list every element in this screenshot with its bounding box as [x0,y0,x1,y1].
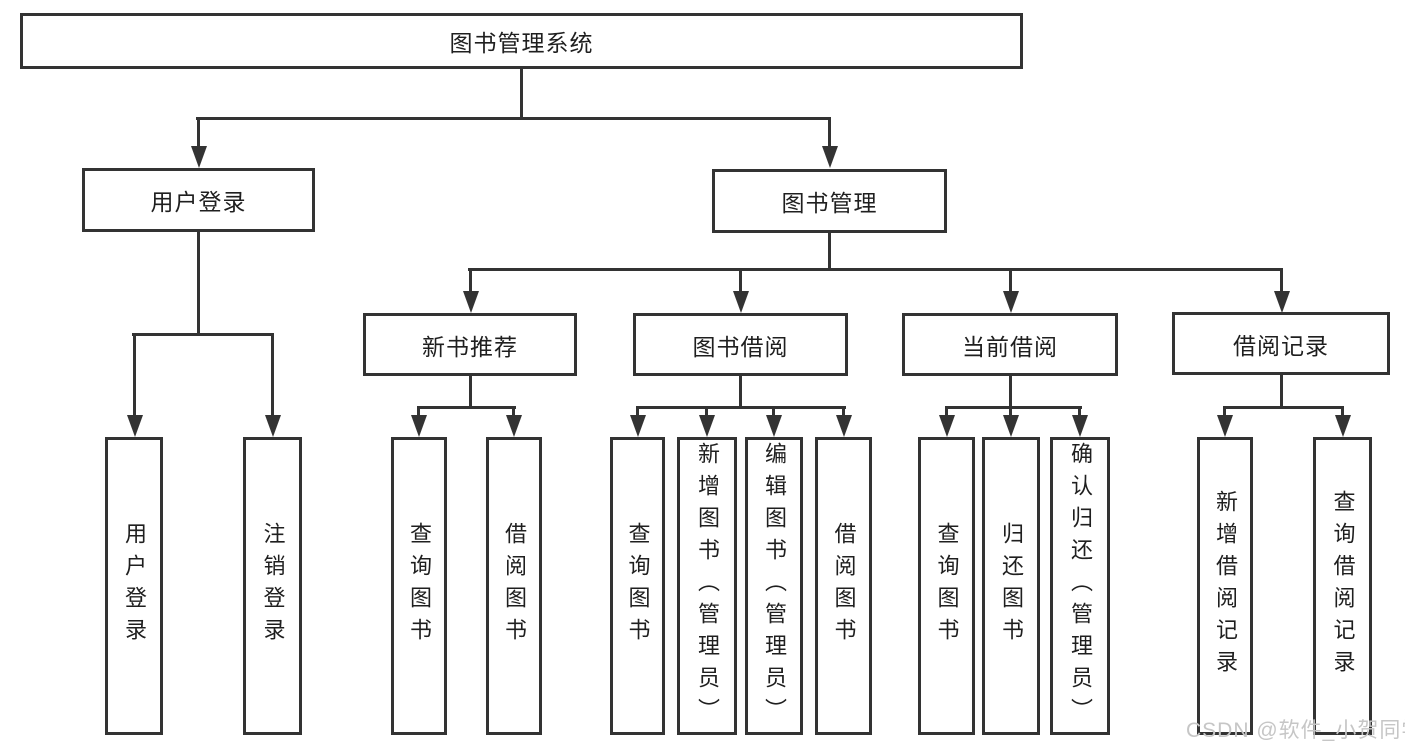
node-user-login: 用户登录 [82,168,315,232]
node-leaf-cb-return-books: 归还图书 [982,437,1040,735]
csdn-watermark: CSDN @软件_小贺同学 [1186,719,1405,742]
arrow-down-icon [945,408,948,415]
connector-currentborrow-hline [945,406,1082,409]
node-leaf-nb-query-books: 查询图书 [391,437,447,735]
node-leaf-bb-query-books-label: 查询图书 [625,522,651,650]
connector-bookborrow-stub [739,376,742,408]
arrow-down-icon [772,408,775,415]
node-leaf-logout-label: 注销登录 [260,522,286,650]
node-leaf-bb-edit-books: 编辑图书（管理员） [745,437,803,735]
arrow-down-icon [133,335,136,415]
node-leaf-cb-confirm-return: 确认归还（管理员） [1050,437,1110,735]
node-leaf-bb-add-books-label: 新增图书（管理员） [695,442,720,730]
node-leaf-bb-borrow-books: 借阅图书 [815,437,872,735]
node-leaf-nb-query-books-label: 查询图书 [407,522,432,650]
connector-bookborrow-hline [636,406,846,409]
node-leaf-br-query-record: 查询借阅记录 [1313,437,1372,735]
node-leaf-user-login-label: 用户登录 [122,522,147,650]
arrow-down-icon [705,408,708,415]
arrow-down-icon [1009,270,1012,291]
node-leaf-cb-query-books-label: 查询图书 [934,522,960,650]
arrow-down-icon [828,118,831,146]
arrow-down-icon [842,408,845,415]
arrow-down-icon [417,408,420,415]
arrow-down-icon [469,270,472,291]
node-book-borrow-label: 图书借阅 [692,333,789,360]
node-leaf-br-add-record: 新增借阅记录 [1197,437,1253,735]
node-leaf-cb-query-books: 查询图书 [918,437,975,735]
arrow-down-icon [1280,270,1283,291]
node-leaf-br-query-record-label: 查询借阅记录 [1330,490,1356,682]
arrow-down-icon [636,408,639,415]
connector-root-stub [520,69,523,118]
node-leaf-nb-borrow-books-label: 借阅图书 [502,522,527,650]
arrow-down-icon [271,335,274,415]
arrow-down-icon [1009,408,1012,415]
arrow-down-icon [1223,408,1226,415]
arrow-down-icon [739,270,742,291]
arrow-down-icon [1078,408,1081,415]
node-current-borrow: 当前借阅 [902,313,1118,376]
node-new-book-recommend-label: 新书推荐 [422,333,518,360]
node-leaf-bb-query-books: 查询图书 [610,437,665,735]
arrow-down-icon [1341,408,1344,415]
node-user-login-label: 用户登录 [150,189,247,215]
node-root-label: 图书管理系统 [449,30,594,56]
node-leaf-logout: 注销登录 [243,437,302,735]
connector-bookmgmt-hline [468,268,1283,271]
node-leaf-cb-confirm-return-label: 确认归还（管理员） [1068,442,1093,730]
node-leaf-bb-borrow-books-label: 借阅图书 [831,522,857,650]
arrow-down-icon [512,408,515,415]
node-current-borrow-label: 当前借阅 [962,333,1058,360]
connector-records-hline [1223,406,1344,409]
connector-userlogin-stub [197,232,200,335]
node-borrow-records-label: 借阅记录 [1233,332,1329,359]
node-leaf-br-add-record-label: 新增借阅记录 [1213,490,1238,682]
connector-records-stub [1280,375,1283,408]
node-leaf-user-login: 用户登录 [105,437,163,735]
node-new-book-recommend: 新书推荐 [363,313,577,376]
connector-currentborrow-stub [1009,376,1012,408]
node-borrow-records: 借阅记录 [1172,312,1390,375]
node-book-management: 图书管理 [712,169,947,233]
node-book-borrow: 图书借阅 [633,313,848,376]
node-leaf-cb-return-books-label: 归还图书 [999,522,1024,650]
arrow-down-icon [197,118,200,146]
connector-userlogin-hline [132,333,274,336]
node-leaf-bb-add-books: 新增图书（管理员） [677,437,737,735]
connector-root-hline [196,117,831,120]
node-book-management-label: 图书管理 [781,190,878,216]
connector-newbook-hline [417,406,516,409]
node-leaf-bb-edit-books-label: 编辑图书（管理员） [762,442,787,730]
connector-bookmgmt-stub [828,233,831,270]
connector-newbook-stub [469,376,472,408]
node-leaf-nb-borrow-books: 借阅图书 [486,437,542,735]
node-root: 图书管理系统 [20,13,1023,69]
